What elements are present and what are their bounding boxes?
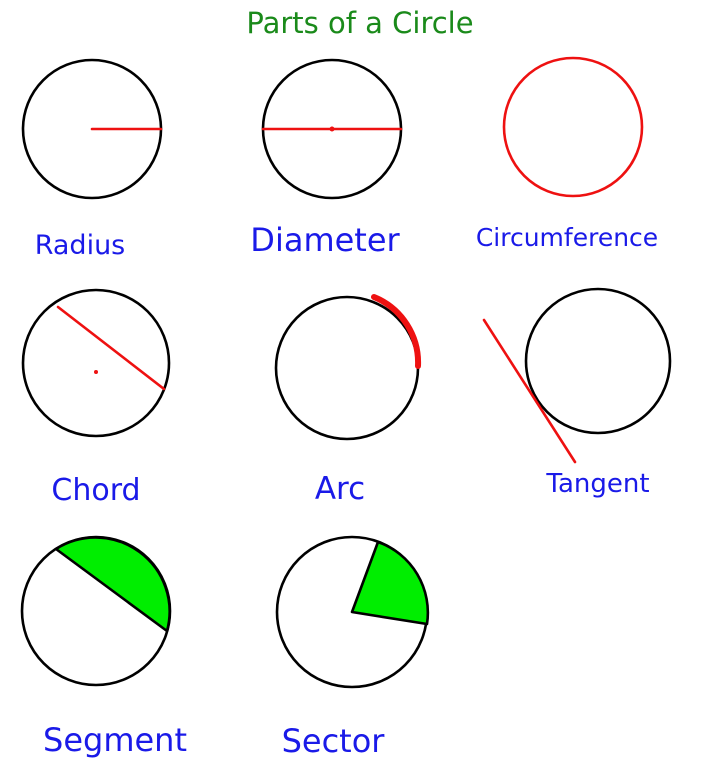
tangent-label: Tangent [545,469,649,499]
sector-figure [275,535,430,689]
circumference-figure [502,56,644,198]
arc-label: Arc [315,471,365,507]
tangent-figure [482,287,672,464]
segment-region [54,536,171,633]
diameter-label: Diameter [250,221,400,259]
sector-region [350,540,430,626]
chord-figure [21,288,171,438]
chord-label: Chord [51,473,140,508]
arc-highlight [371,294,422,369]
circumference-circle [502,56,644,198]
arc-circle [274,295,420,441]
chord-center-dot [94,370,98,374]
arc-figure [274,294,422,441]
chord-line [56,305,166,391]
diameter-figure [261,58,403,200]
sector-label: Sector [282,722,386,760]
radius-label: Radius [35,230,126,261]
circumference-label: Circumference [476,223,658,252]
chord-circle [21,288,171,438]
tangent-line [482,318,577,464]
diameter-center-dot [329,126,335,132]
segment-figure [20,535,172,687]
radius-figure [21,58,163,200]
page-title: Parts of a Circle [246,6,473,40]
segment-label: Segment [43,721,187,759]
tangent-circle [524,287,672,435]
